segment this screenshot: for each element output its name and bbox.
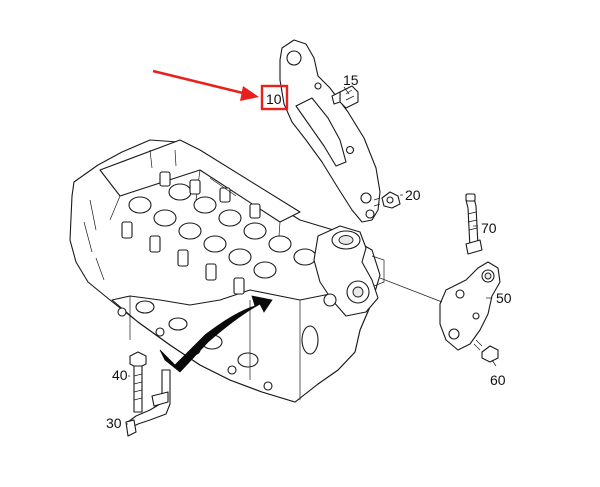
callout-10: 10 [266,91,282,107]
callout-15: 15 [343,72,359,88]
insertion-arrow-icon [159,295,273,373]
callout-20: 20 [405,187,421,203]
callout-60: 60 [490,372,506,388]
pointer-arrow-icon [152,69,259,101]
callout-30: 30 [106,415,122,431]
lifting-bracket-part-10 [279,39,381,223]
callout-40: 40 [112,367,128,383]
callout-70: 70 [481,220,497,236]
cylinder-head [69,139,385,403]
leader-lines [126,86,497,425]
bolt-part-60 [473,339,499,363]
callout-50: 50 [496,290,512,306]
bolt-part-40 [129,351,147,413]
pipe-part-30 [125,369,171,437]
stud-part-15 [331,85,359,109]
bolt-part-20 [373,191,401,209]
highlight-box-10 [260,84,289,111]
bracket-part-50 [439,261,501,351]
sensor-part-70 [465,193,483,255]
